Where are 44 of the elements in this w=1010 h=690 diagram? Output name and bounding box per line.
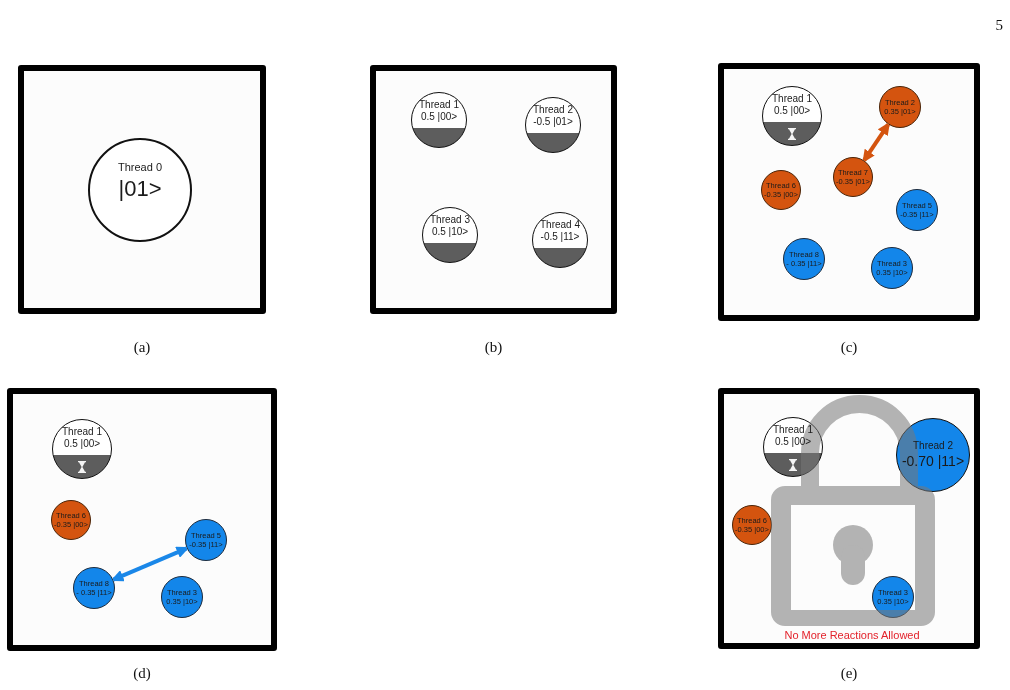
thread-circle bbox=[872, 576, 914, 618]
warning-text: No More Reactions Allowed bbox=[784, 629, 920, 643]
state-label: -0.5 |01> bbox=[533, 116, 573, 129]
panel-caption: (e) bbox=[840, 664, 858, 682]
thread-name: Thread 3 bbox=[430, 213, 470, 227]
thread-name: Thread 2 bbox=[533, 103, 573, 117]
state-label: 0.5 |00> bbox=[63, 438, 101, 451]
thread-circle bbox=[532, 212, 588, 268]
thread-name: Thread 1 bbox=[773, 423, 813, 437]
thread-name: Thread 1 bbox=[62, 425, 102, 439]
thread-circle bbox=[732, 505, 772, 545]
thread-circle bbox=[896, 189, 938, 231]
thread-circle bbox=[185, 519, 227, 561]
state-label: |01> bbox=[118, 175, 162, 203]
panel-caption: (c) bbox=[840, 338, 858, 356]
thread-circle bbox=[871, 247, 913, 289]
thread-circle bbox=[161, 576, 203, 618]
thread-circle bbox=[761, 170, 801, 210]
thread-name: Thread 1 bbox=[419, 98, 459, 112]
panel-caption: (d) bbox=[133, 664, 151, 682]
state-label: 0.5 |00> bbox=[773, 105, 811, 118]
thread-name: Thread 2 bbox=[913, 440, 953, 453]
thread-circle bbox=[411, 92, 467, 148]
state-label: 0.5 |10> bbox=[431, 226, 469, 239]
thread-name: Thread 0 bbox=[118, 161, 162, 176]
thread-circle bbox=[833, 157, 873, 197]
thread-circle bbox=[763, 417, 823, 477]
panel-caption: (a) bbox=[133, 338, 151, 356]
thread-circle bbox=[783, 238, 825, 280]
thread-name: Thread 4 bbox=[540, 218, 580, 232]
thread-circle bbox=[422, 207, 478, 263]
thread-circle bbox=[51, 500, 91, 540]
panel-caption: (b) bbox=[484, 338, 503, 356]
state-label: 0.5 |00> bbox=[774, 436, 812, 449]
thread-name: Thread 1 bbox=[772, 92, 812, 106]
thread-circle bbox=[525, 97, 581, 153]
thread-circle bbox=[52, 419, 112, 479]
thread-circle bbox=[879, 86, 921, 128]
page-number: 5 bbox=[995, 16, 1003, 34]
thread-circle bbox=[73, 567, 115, 609]
thread-circle bbox=[762, 86, 822, 146]
state-label: -0.70 |11> bbox=[901, 452, 965, 470]
state-label: -0.5 |11> bbox=[540, 231, 580, 244]
state-label: 0.5 |00> bbox=[420, 111, 458, 124]
